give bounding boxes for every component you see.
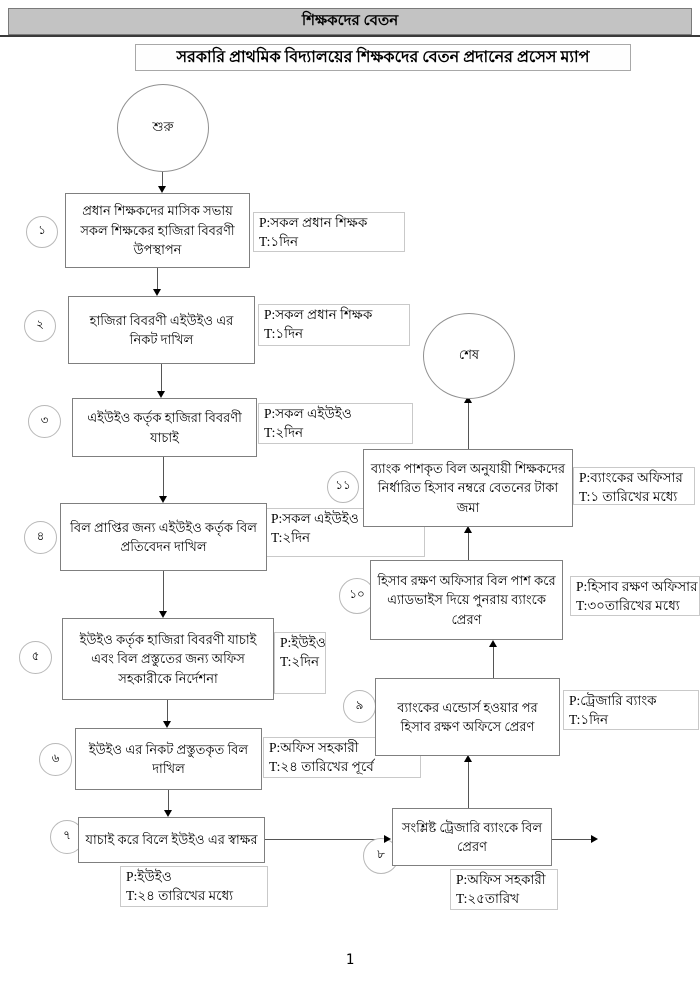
arrowhead-8-to-9 — [464, 755, 472, 762]
step-11-annotation: P:ব্যাংকের অফিসার T:১ তারিখের মধ্যে — [573, 467, 695, 505]
step-3-time: T:২দিন — [264, 424, 304, 440]
header-divider — [0, 35, 700, 37]
step-11-number: ১১ — [327, 471, 359, 503]
arrowhead-1-to-2 — [153, 289, 161, 296]
step-5-number: ৫ — [19, 641, 52, 674]
arrow-9-to-10 — [493, 647, 494, 678]
step-8-number: ৮ — [363, 838, 399, 874]
step-8-label: সংশ্লিষ্ট ট্রেজারি ব্যাংকে বিল প্রেরণ — [401, 819, 543, 855]
step-7-label: যাচাই করে বিলে ইউইও এর স্বাক্ষর — [85, 832, 258, 848]
arrowhead-9-to-10 — [489, 640, 497, 647]
step-1-label: প্রধান শিক্ষকদের মাসিক সভায় সকল শিক্ষকে… — [80, 203, 235, 258]
step-9-number: ৯ — [343, 690, 376, 723]
arrowhead-8-exit — [591, 835, 598, 843]
step-4-label: বিল প্রাপ্তির জন্য এইউইও কর্তৃক বিল প্রত… — [70, 519, 257, 555]
start-terminal: শুরু — [117, 84, 209, 172]
step-1-number: ১ — [26, 216, 58, 248]
arrow-8-to-9 — [468, 762, 469, 808]
step-11-label: ব্যাংক পাশকৃত বিল অনুযায়ী শিক্ষকদের নির… — [370, 460, 566, 515]
step-4-performer: P:সকল এইউইও — [271, 511, 359, 526]
arrowhead-2-to-3 — [157, 391, 165, 398]
arrowhead-5-to-6 — [163, 721, 171, 728]
step-6-box: ইউইও এর নিকট প্রস্তুতকৃত বিল দাখিল — [75, 728, 262, 790]
arrowhead-6-to-7 — [164, 810, 172, 817]
step-7-annotation: P:ইউইও T:২৪ তারিখের মধ্যে — [120, 866, 268, 907]
process-map-title: সরকারি প্রাথমিক বিদ্যালয়ের শিক্ষকদের বে… — [176, 49, 590, 66]
step-4-box: বিল প্রাপ্তির জন্য এইউইও কর্তৃক বিল প্রত… — [60, 503, 267, 571]
step-4-number: ৪ — [24, 521, 57, 554]
arrow-7-to-8 — [265, 839, 384, 840]
page-number: 1 — [345, 952, 355, 968]
end-label: শেষ — [458, 346, 480, 362]
step-8-time: T:২৫তারিখ — [456, 890, 520, 906]
process-map-title-box: সরকারি প্রাথমিক বিদ্যালয়ের শিক্ষকদের বে… — [135, 44, 631, 71]
step-7-time: T:২৪ তারিখের মধ্যে — [126, 887, 234, 903]
step-1-time: T:১দিন — [259, 233, 299, 249]
step-4-time: T:২দিন — [271, 529, 311, 545]
step-6-performer: P:অফিস সহকারী — [269, 740, 359, 755]
arrow-4-to-5 — [163, 571, 164, 611]
step-2-annotation: P:সকল প্রধান শিক্ষক T:১দিন — [258, 304, 410, 346]
step-2-box: হাজিরা বিবরণী এইউইও এর নিকট দাখিল — [68, 296, 255, 364]
step-6-number: ৬ — [39, 743, 72, 776]
end-terminal: শেষ — [423, 313, 515, 399]
arrow-6-to-7 — [168, 790, 169, 810]
page-header-bar: শিক্ষকদের বেতন — [8, 8, 692, 35]
step-6-time: T:২৪ তারিখের পূর্বে — [269, 758, 374, 774]
step-3-performer: P:সকল এইউইও — [264, 406, 352, 421]
step-2-number: ২ — [24, 310, 56, 342]
step-6-label: ইউইও এর নিকট প্রস্তুতকৃত বিল দাখিল — [88, 741, 249, 777]
page-title: শিক্ষকদের বেতন — [301, 13, 399, 29]
step-11-time: T:১ তারিখের মধ্যে — [579, 488, 678, 504]
step-7-box: যাচাই করে বিলে ইউইও এর স্বাক্ষর — [78, 817, 265, 863]
arrow-start-to-1 — [162, 170, 163, 188]
step-10-time: T:৩০তারিখের মধ্যে — [576, 597, 680, 613]
arrow-3-to-4 — [163, 457, 164, 496]
arrow-11-to-end — [468, 403, 469, 449]
step-8-performer: P:অফিস সহকারী — [456, 872, 546, 887]
step-2-label: হাজিরা বিবরণী এইউইও এর নিকট দাখিল — [89, 312, 234, 348]
arrow-8-exit — [552, 839, 591, 840]
arrow-1-to-2 — [157, 268, 158, 289]
step-3-box: এইউইও কর্তৃক হাজিরা বিবরণী যাচাই — [72, 398, 257, 457]
step-9-box: ব্যাংকের এন্ডোর্স হওয়ার পর হিসাব রক্ষণ … — [375, 678, 560, 756]
step-2-performer: P:সকল প্রধান শিক্ষক — [264, 307, 373, 322]
step-1-box: প্রধান শিক্ষকদের মাসিক সভায় সকল শিক্ষকে… — [65, 193, 250, 268]
step-2-time: T:১দিন — [264, 325, 304, 341]
step-10-performer: P:হিসাব রক্ষণ অফিসার — [576, 579, 698, 594]
step-5-annotation: P:ইউইও T:২দিন — [274, 632, 326, 694]
step-9-time: T:১দিন — [569, 711, 609, 727]
step-3-label: এইউইও কর্তৃক হাজিরা বিবরণী যাচাই — [87, 410, 242, 445]
step-10-box: হিসাব রক্ষণ অফিসার বিল পাশ করে এ্যাডভাইস… — [370, 560, 563, 640]
step-9-label: ব্যাংকের এন্ডোর্স হওয়ার পর হিসাব রক্ষণ … — [397, 699, 538, 735]
arrowhead-10-to-11 — [464, 526, 472, 533]
arrow-2-to-3 — [161, 364, 162, 391]
step-11-performer: P:ব্যাংকের অফিসার — [579, 470, 683, 485]
step-5-box: ইউইও কর্তৃক হাজিরা বিবরণী যাচাই এবং বিল … — [62, 618, 274, 700]
arrowhead-4-to-5 — [159, 611, 167, 618]
step-10-label: হিসাব রক্ষণ অফিসার বিল পাশ করে এ্যাডভাইস… — [377, 572, 556, 627]
step-1-annotation: P:সকল প্রধান শিক্ষক T:১দিন — [253, 212, 405, 252]
step-5-performer: P:ইউইও — [280, 635, 326, 650]
step-7-performer: P:ইউইও — [126, 869, 172, 884]
arrow-5-to-6 — [167, 700, 168, 721]
step-5-time: T:২দিন — [280, 653, 320, 669]
start-label: শুরু — [152, 118, 174, 134]
arrowhead-7-to-8 — [384, 835, 391, 843]
step-5-label: ইউইও কর্তৃক হাজিরা বিবরণী যাচাই এবং বিল … — [79, 631, 257, 686]
step-8-box: সংশ্লিষ্ট ট্রেজারি ব্যাংকে বিল প্রেরণ — [392, 808, 552, 866]
step-9-performer: P:ট্রেজারি ব্যাংক — [569, 693, 657, 708]
step-9-annotation: P:ট্রেজারি ব্যাংক T:১দিন — [563, 690, 699, 730]
step-8-annotation: P:অফিস সহকারী T:২৫তারিখ — [450, 869, 558, 910]
step-10-annotation: P:হিসাব রক্ষণ অফিসার T:৩০তারিখের মধ্যে — [570, 576, 700, 616]
step-3-annotation: P:সকল এইউইও T:২দিন — [258, 403, 413, 444]
arrowhead-start-to-1 — [158, 186, 166, 193]
arrowhead-11-to-end — [464, 396, 472, 403]
step-1-performer: P:সকল প্রধান শিক্ষক — [259, 215, 368, 230]
step-3-number: ৩ — [28, 405, 61, 438]
arrow-10-to-11 — [468, 533, 469, 560]
step-11-box: ব্যাংক পাশকৃত বিল অনুযায়ী শিক্ষকদের নির… — [363, 449, 573, 527]
arrowhead-3-to-4 — [159, 496, 167, 503]
step-10-number: ১০ — [339, 578, 375, 614]
